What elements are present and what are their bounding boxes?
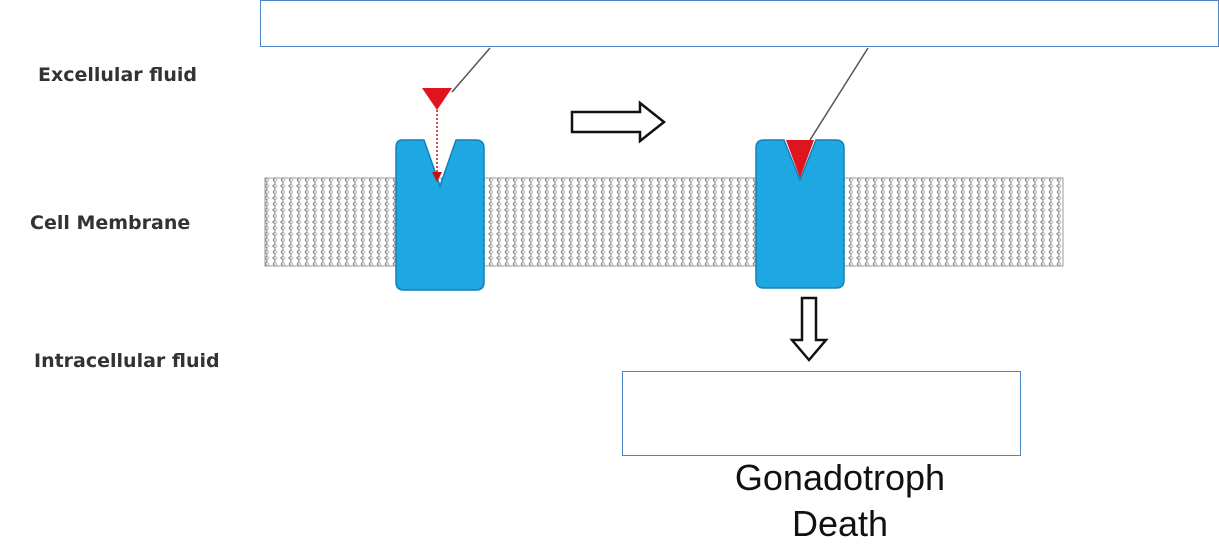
top-label-box (260, 0, 1219, 47)
cell-membrane-label: Cell Membrane (30, 212, 190, 234)
leader-line-left (452, 48, 490, 92)
result-line-2: Death (680, 501, 1000, 547)
cell-membrane (265, 178, 1063, 266)
ligand-icon (422, 88, 452, 110)
receptor-unbound (396, 140, 484, 290)
result-line-1: Gonadotroph (680, 455, 1000, 501)
bottom-label-box (622, 371, 1021, 456)
intracellular-label: Intracellular fluid (34, 350, 220, 372)
leader-line-right (810, 48, 868, 140)
receptor-bound (756, 140, 844, 288)
result-text: Gonadotroph Death (680, 455, 1000, 547)
down-arrow-icon (792, 298, 826, 360)
right-arrow-icon (572, 103, 664, 141)
extracellular-label: Excellular fluid (38, 64, 197, 86)
